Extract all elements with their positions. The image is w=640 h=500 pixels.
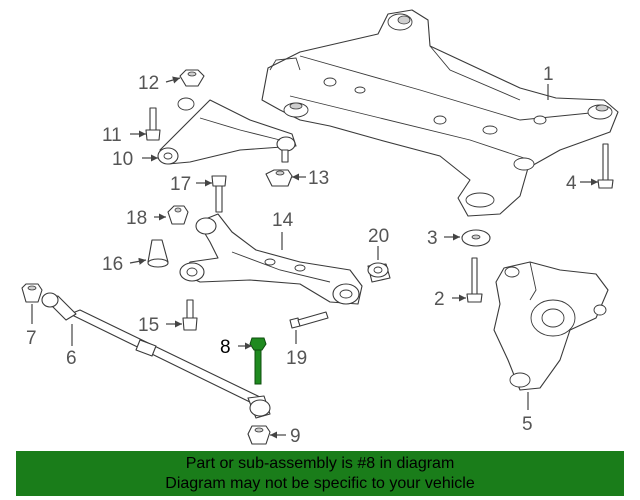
banner-line-1: Part or sub-assembly is #8 in diagram [185, 454, 455, 472]
callout-4: 4 [566, 173, 577, 194]
bolt-4 [597, 143, 614, 189]
callout-3: 3 [427, 228, 438, 249]
callout-11: 11 [102, 125, 122, 146]
nut-18 [167, 205, 189, 225]
leader-lines [31, 76, 598, 439]
callout-20: 20 [368, 226, 389, 247]
callout-12: 12 [138, 73, 159, 94]
callout-2: 2 [434, 289, 445, 310]
tie-rod [41, 292, 271, 419]
bushing-20 [367, 262, 391, 283]
knuckle [493, 261, 609, 391]
callout-10: 10 [112, 149, 133, 170]
bolt-17 [211, 175, 227, 213]
callout-14: 14 [272, 210, 294, 231]
part-info-banner: Part or sub-assembly is #8 in diagram Di… [16, 451, 624, 496]
callout-1: 1 [543, 64, 554, 85]
nut-13 [265, 169, 293, 187]
subframe [261, 9, 619, 217]
lower-arm [179, 213, 363, 305]
callout-9: 9 [290, 426, 301, 447]
suspension-diagram: 1 2 3 4 5 6 7 8 9 10 11 12 13 14 15 16 1… [21, 9, 619, 447]
bolt-11 [145, 107, 161, 141]
callout-8: 8 [220, 337, 231, 358]
callout-18: 18 [126, 208, 147, 229]
callout-17: 17 [170, 174, 191, 195]
nut-9 [247, 425, 271, 445]
callout-19: 19 [286, 348, 307, 369]
bump-stop-16 [147, 239, 169, 268]
callout-7: 7 [26, 328, 37, 349]
nut-12 [179, 69, 205, 87]
banner-line-2: Diagram may not be specific to your vehi… [165, 474, 475, 492]
callout-16: 16 [102, 254, 123, 275]
callout-5: 5 [522, 414, 533, 435]
nut-7 [21, 283, 43, 303]
callout-6: 6 [66, 348, 77, 369]
callout-15: 15 [138, 315, 159, 336]
callouts: 1 2 3 4 5 6 7 8 9 10 11 12 13 14 15 16 1… [26, 64, 577, 447]
bolt-19 [289, 311, 329, 329]
bolt-15 [182, 299, 198, 331]
callout-13: 13 [308, 168, 329, 189]
bolt-8-highlighted [249, 337, 267, 385]
bolt-2 [466, 257, 483, 303]
washer-3 [461, 229, 491, 247]
upper-arm [157, 97, 297, 165]
